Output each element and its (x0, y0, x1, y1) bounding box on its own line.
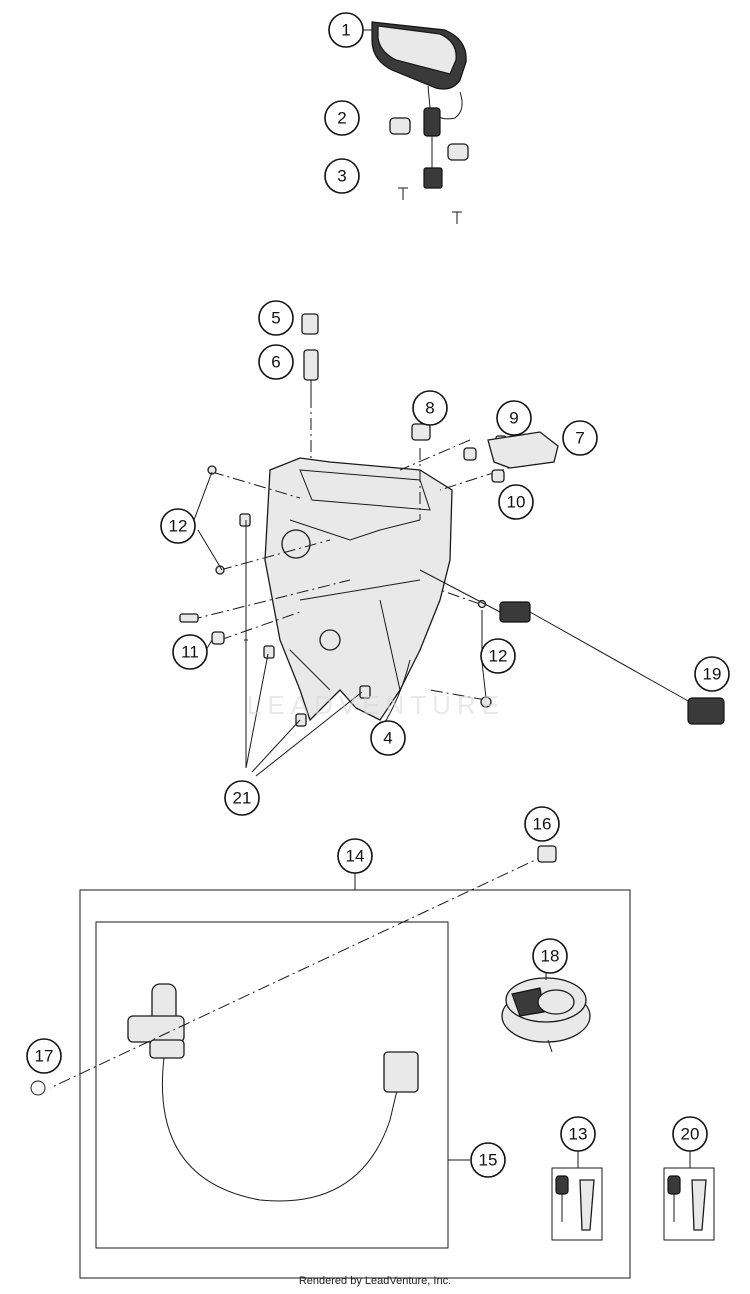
callout-8: 8 (412, 390, 448, 426)
callout-3: 3 (324, 158, 360, 194)
svg-text:1: 1 (341, 21, 350, 40)
callout-12-left: 12 (160, 508, 196, 544)
key-card-20 (663, 1167, 715, 1241)
callout-16: 16 (524, 806, 560, 842)
callout-9: 9 (496, 400, 532, 436)
svg-text:12: 12 (489, 647, 508, 666)
svg-text:20: 20 (681, 1125, 700, 1144)
callout-10: 10 (498, 484, 534, 520)
callout-13: 13 (560, 1116, 596, 1152)
svg-text:13: 13 (569, 1125, 588, 1144)
svg-text:18: 18 (541, 947, 560, 966)
svg-text:11: 11 (181, 643, 199, 662)
svg-text:19: 19 (703, 665, 722, 684)
svg-text:14: 14 (346, 847, 365, 866)
callout-6: 6 (258, 344, 294, 380)
svg-text:10: 10 (507, 493, 526, 512)
callout-14: 14 (337, 838, 373, 874)
svg-text:9: 9 (509, 409, 518, 428)
callout-4: 4 (370, 720, 406, 756)
svg-text:5: 5 (271, 309, 280, 328)
svg-text:12: 12 (169, 517, 188, 536)
svg-text:16: 16 (533, 815, 552, 834)
svg-text:2: 2 (337, 109, 346, 128)
footer-credit: Rendered by LeadVenture, Inc. (298, 1275, 452, 1287)
svg-text:21: 21 (233, 789, 252, 808)
svg-text:8: 8 (425, 399, 434, 418)
callout-7: 7 (562, 420, 598, 456)
callout-12-right: 12 (480, 638, 516, 674)
screw-assembly (301, 313, 319, 470)
callout-2: 2 (324, 100, 360, 136)
callout-19: 19 (694, 656, 730, 692)
callout-20: 20 (672, 1116, 708, 1152)
svg-text:3: 3 (337, 167, 346, 186)
fuel-cap (501, 977, 591, 1053)
callout-17: 17 (26, 1038, 62, 1074)
svg-text:15: 15 (479, 1151, 498, 1170)
ignition-lock (127, 983, 419, 1202)
callout-11: 11 (172, 634, 208, 670)
callout-15: 15 (470, 1142, 506, 1178)
svg-text:17: 17 (35, 1047, 54, 1066)
fastener-dashes (179, 423, 559, 727)
svg-text:6: 6 (271, 353, 280, 372)
key-card-13 (551, 1167, 603, 1241)
svg-text:7: 7 (575, 429, 584, 448)
callout-18: 18 (532, 938, 568, 974)
callout-5: 5 (258, 300, 294, 336)
kit-frame-inner (95, 921, 449, 1249)
watermark-text: LEADVENTURE (247, 690, 505, 720)
leader-lines (193, 29, 691, 1168)
screw-line-16 (49, 853, 549, 1089)
instrument-cluster (371, 21, 469, 224)
sensor-cable (419, 569, 725, 725)
callout-1: 1 (328, 12, 364, 48)
svg-text:4: 4 (383, 729, 392, 748)
main-bracket (264, 457, 453, 731)
callout-21: 21 (224, 780, 260, 816)
